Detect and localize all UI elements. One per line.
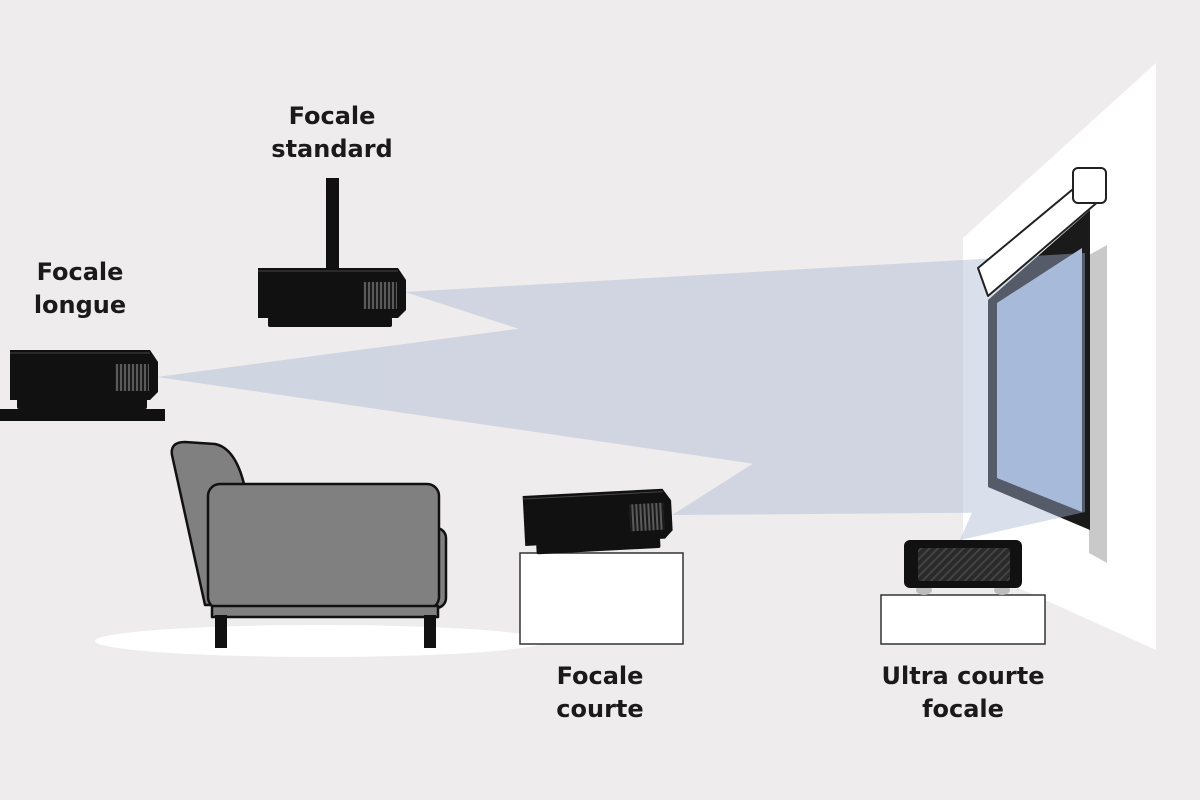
label-standard-focal: Focale standard [271, 102, 393, 163]
projector-ultra-short-focal [880, 540, 1046, 645]
screen-shadow [1089, 245, 1107, 563]
projector-standard-focal [258, 178, 406, 327]
beam-ultra-short-focal [960, 253, 1085, 540]
projector-short-focal [519, 488, 684, 645]
armchair [170, 440, 448, 648]
beam-long-focal [157, 253, 1085, 512]
screen-surface [997, 248, 1082, 512]
label-ultra-short-focal: Ultra courte focale [881, 662, 1045, 723]
beam-short-focal [672, 253, 1085, 515]
beam-standard-focal [405, 253, 1085, 512]
label-long-focal: Focale longue [33, 258, 127, 319]
label-short-focal: Focale courte [556, 662, 644, 723]
projector-long-focal [0, 350, 165, 421]
floor-shadow [95, 625, 545, 657]
light-beams [157, 253, 1085, 540]
screen-housing [977, 167, 1107, 297]
